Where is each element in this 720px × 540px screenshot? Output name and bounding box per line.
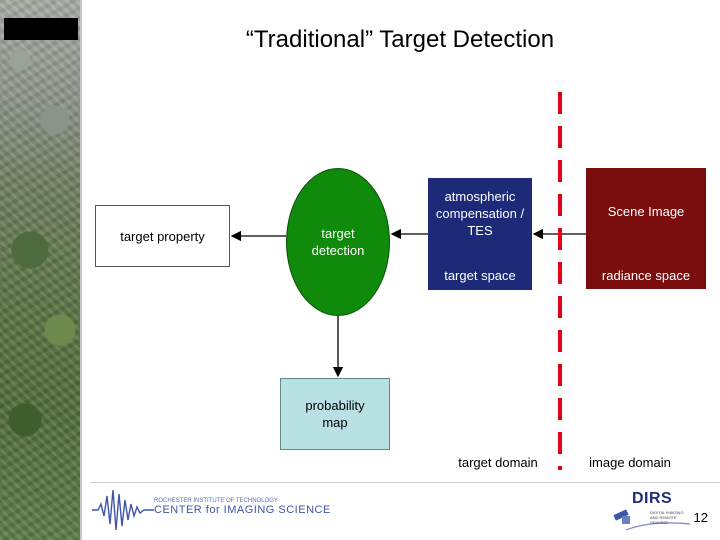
cis-logo-subtitle: ROCHESTER INSTITUTE OF TECHNOLOGY <box>154 498 278 504</box>
target-space-label: target space <box>444 268 516 283</box>
image-domain-label: image domain <box>589 455 671 470</box>
target-detection-node: target detection <box>286 168 390 316</box>
probability-line2: map <box>322 415 348 430</box>
target-detection-line2: detection <box>311 243 365 258</box>
cis-logo: ROCHESTER INSTITUTE OF TECHNOLOGY CENTER… <box>92 486 330 534</box>
atmospheric-compensation-label: atmospheric compensation / TES <box>436 188 524 239</box>
waveform-icon <box>92 489 154 531</box>
target-domain-label: target domain <box>458 455 538 470</box>
dirs-logo-text: DIRS <box>632 490 673 507</box>
aerial-divider <box>80 0 82 540</box>
target-property-label: target property <box>120 228 205 244</box>
dirs-logo-subtitle: DIGITAL IMAGING AND REMOTE SENSING <box>650 510 684 525</box>
dirs-logo: DIRS DIGITAL IMAGING AND REMOTE SENSING <box>612 486 692 536</box>
cis-logo-text: CENTER for IMAGING SCIENCE <box>154 504 331 516</box>
aerial-image-strip <box>0 0 80 540</box>
probability-map-label: probability map <box>305 397 364 431</box>
atmospheric-line1: atmospheric <box>444 189 516 204</box>
atmospheric-line2: compensation / <box>435 206 525 221</box>
atmospheric-compensation-box: atmospheric compensation / TES <box>428 178 532 290</box>
page-number: 12 <box>693 510 708 525</box>
scene-image-label: Scene Image <box>607 204 685 219</box>
aerial-black-bar <box>4 18 78 40</box>
target-property-box: target property <box>95 205 230 267</box>
satellite-icon <box>613 509 691 531</box>
target-detection-line1: target <box>321 226 355 241</box>
atmospheric-line3: TES <box>467 223 493 238</box>
slide-title: “Traditional” Target Detection <box>245 26 555 53</box>
probability-line1: probability <box>305 398 365 413</box>
target-detection-label: target detection <box>312 225 365 259</box>
probability-map-box: probability map <box>280 378 390 450</box>
scene-image-box: Scene Image <box>586 168 706 289</box>
radiance-space-label: radiance space <box>601 268 691 283</box>
footer-divider <box>90 482 720 483</box>
